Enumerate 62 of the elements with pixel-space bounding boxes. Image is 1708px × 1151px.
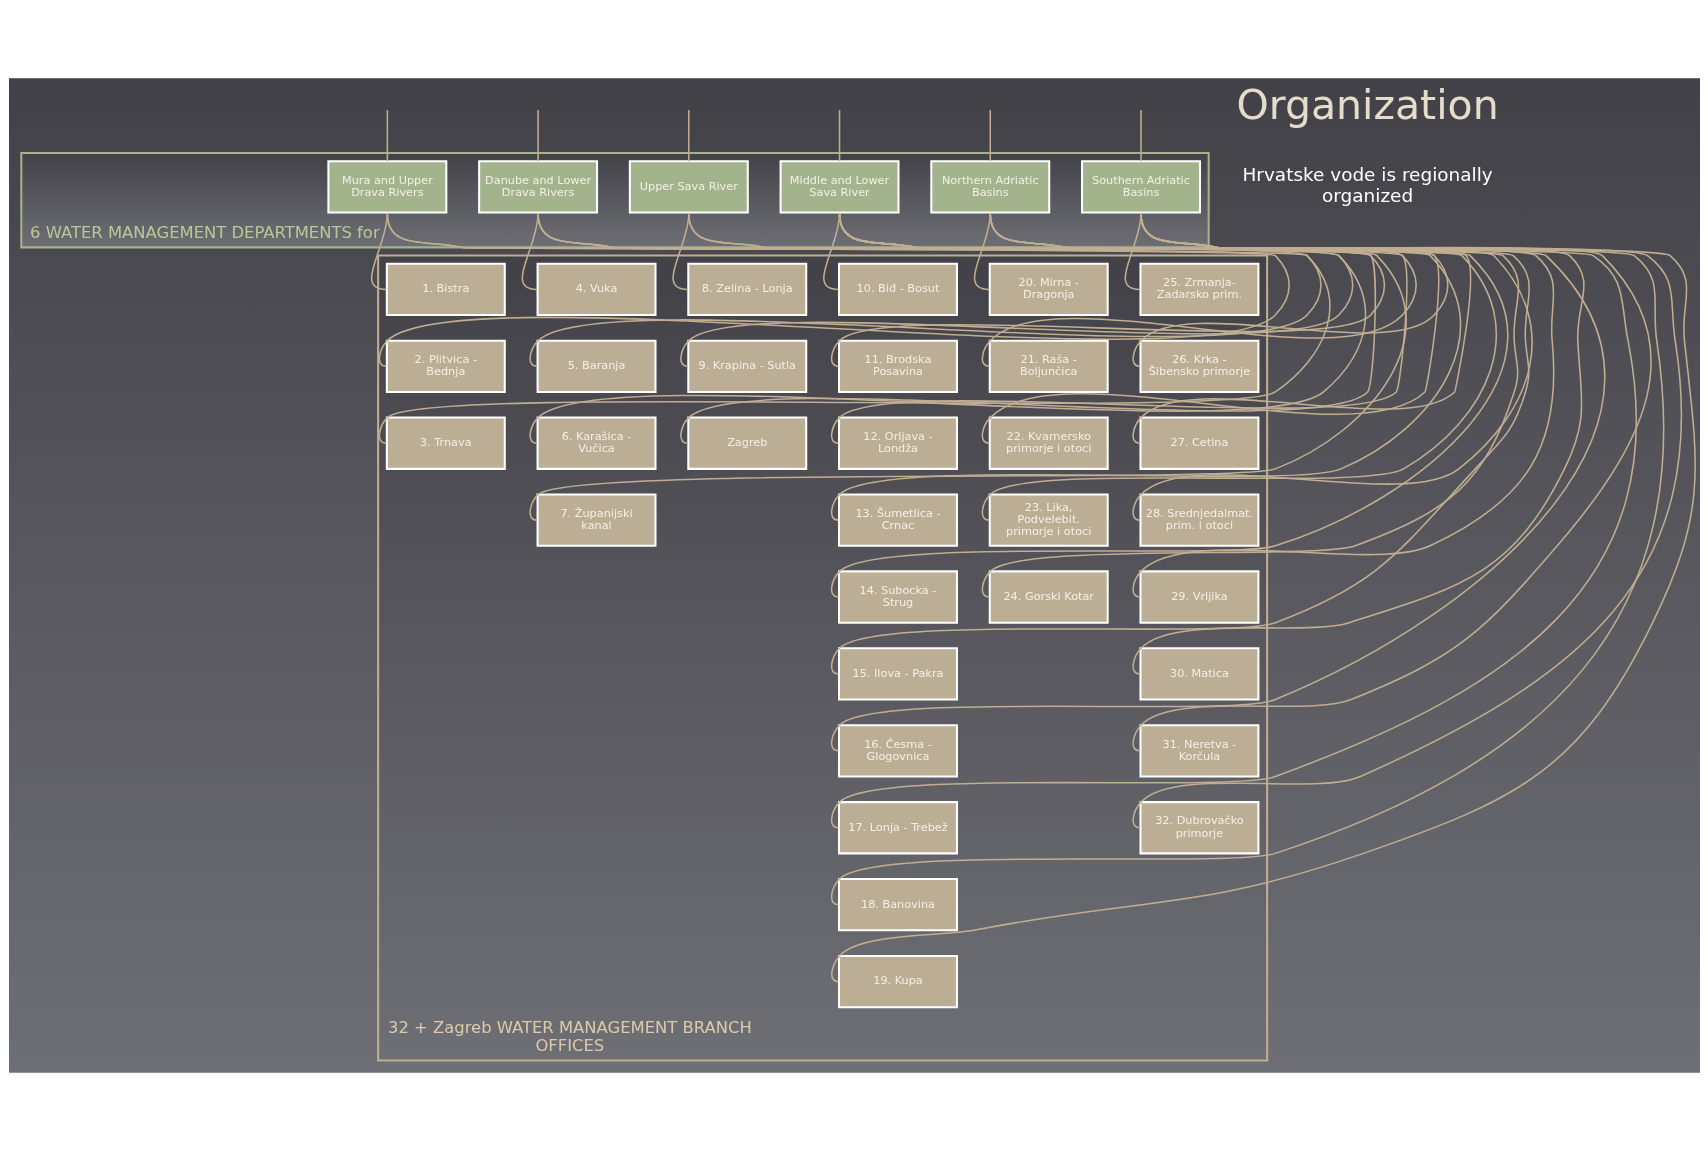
node-box: 24. Gorski Kotar [988,570,1109,624]
node-box: 8. Zelina - Lonja [686,262,807,317]
connector [528,212,1366,444]
connector [687,109,690,162]
connector [830,212,1530,675]
node-box: Zagreb [686,416,807,470]
node-box: 16. Česma - Glogovnica [837,724,958,778]
connector [830,212,1385,368]
node-box: Northern Adriatic Basins [929,160,1050,214]
connector [830,212,1461,521]
connector [830,212,1606,752]
node-box: 29. Vrljika [1138,570,1259,624]
connector [679,212,1376,444]
node-box: 6. Karašica - Vučica [536,416,656,470]
node-box: 13. Šumetlica - Crnac [837,493,958,547]
node-box: 28. Srednjedalmat. prim. i otoci [1138,493,1259,547]
connector [981,212,1519,598]
connector [528,212,1322,368]
connector [536,109,539,162]
connector [378,212,1330,444]
connector [973,212,991,291]
node-box: 5. Baranja [536,339,656,393]
node-box: 21. Raša - Boljunčica [988,339,1109,393]
node-box: 30. Matica [1138,647,1259,701]
node-box: 17. Lonja - Trebež [837,801,958,855]
label: Organization [1236,81,1499,130]
connector [989,109,991,162]
node-box: 12. Orljava - Londža [837,416,958,470]
connector [838,109,840,162]
node-box: 26. Krka - Šibensko primorje [1138,339,1259,393]
connector [679,212,1353,368]
node-box: 10. Biđ - Bosut [837,262,958,317]
node-box: 2. Plitvica - Bednja [385,339,506,393]
node-box: 15. Ilova - Pakra [837,647,958,701]
node-box: 14. Subocka - Strug [837,570,958,624]
connector [830,212,1508,598]
node-box: Southern Adriatic Basins [1080,160,1201,214]
node-box: 18. Banovina [837,878,958,932]
node-box: 32. Dubrovačko primorje [1138,801,1259,855]
node-box: 22. Kvarnersko primorje i otoci [988,416,1109,470]
node-box: 19. Kupa [837,954,958,1009]
node-box: 27. Cetina [1138,416,1259,470]
node-box: Middle and Lower Sava River [779,160,900,214]
connector [1139,109,1142,162]
node-box: 25. Zrmanja-Zadarsko prim. [1138,262,1259,317]
label: Hrvatske vode is regionally organized [1242,164,1493,206]
node-box: 31. Neretva - Korčula [1138,724,1259,778]
connector [386,109,388,162]
node-box: 3. Trnava [385,416,506,470]
node-box: 23. Lika, Podvelebit. primorje i otoci [988,493,1109,547]
connector [378,212,1290,368]
connector [528,212,1407,521]
node-box: 7. Županijski kanal [536,493,656,547]
node-box: 9. Krapina - Sutla [686,339,807,393]
node-box: 1. Bistra [385,262,506,317]
node-box: Mura and Upper Drava Rivers [326,160,447,214]
node-box: Upper Sava River [628,160,749,214]
node-box: 4. Vuka [536,262,656,317]
connector [830,212,1407,444]
node-box: 11. Brodska Posavina [837,339,958,393]
node-box: 20. Mirna - Dragonja [988,262,1109,317]
node-box: Danube and Lower Drava Rivers [477,160,598,214]
